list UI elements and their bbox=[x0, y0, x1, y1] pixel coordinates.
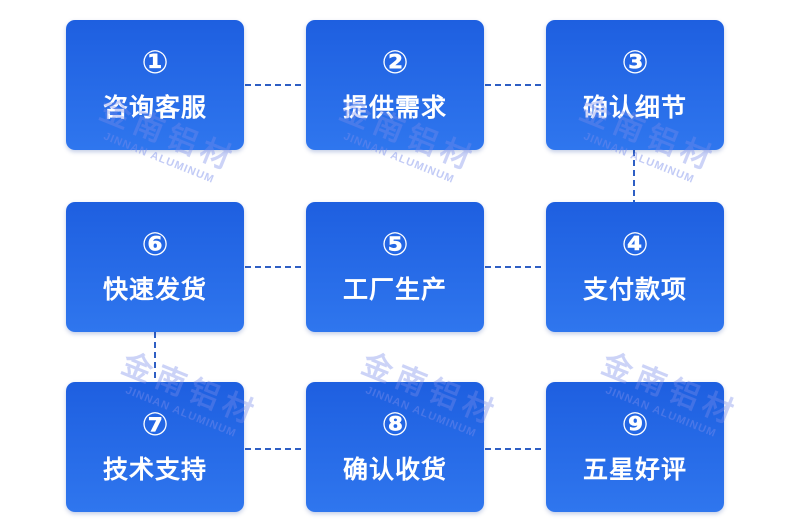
step-box-2: ② 提供需求 bbox=[306, 20, 484, 150]
step-number: ⑦ bbox=[141, 405, 169, 443]
step-number: ④ bbox=[621, 225, 649, 263]
step-label: 确认收货 bbox=[342, 455, 447, 484]
step-label: 确认细节 bbox=[582, 93, 687, 122]
step-label: 提供需求 bbox=[342, 93, 447, 122]
step-number: ③ bbox=[621, 43, 649, 81]
step-number: ⑧ bbox=[381, 405, 409, 443]
step-number: ① bbox=[141, 43, 169, 81]
step-box-3: ③ 确认细节 bbox=[546, 20, 724, 150]
step-number: ⑨ bbox=[621, 405, 649, 443]
step-label: 技术支持 bbox=[102, 455, 207, 484]
step-label: 工厂生产 bbox=[342, 275, 447, 304]
step-box-4: ④ 支付款项 bbox=[546, 202, 724, 332]
step-box-1: ① 咨询客服 bbox=[66, 20, 244, 150]
step-number: ⑥ bbox=[141, 225, 169, 263]
step-label: 支付款项 bbox=[582, 275, 687, 304]
step-label: 快速发货 bbox=[102, 275, 207, 304]
step-box-8: ⑧ 确认收货 bbox=[306, 382, 484, 512]
step-box-9: ⑨ 五星好评 bbox=[546, 382, 724, 512]
step-box-5: ⑤ 工厂生产 bbox=[306, 202, 484, 332]
step-label: 五星好评 bbox=[582, 455, 687, 484]
step-label: 咨询客服 bbox=[102, 93, 207, 122]
step-box-6: ⑥ 快速发货 bbox=[66, 202, 244, 332]
step-number: ⑤ bbox=[381, 225, 409, 263]
step-number: ② bbox=[381, 43, 409, 81]
step-box-7: ⑦ 技术支持 bbox=[66, 382, 244, 512]
